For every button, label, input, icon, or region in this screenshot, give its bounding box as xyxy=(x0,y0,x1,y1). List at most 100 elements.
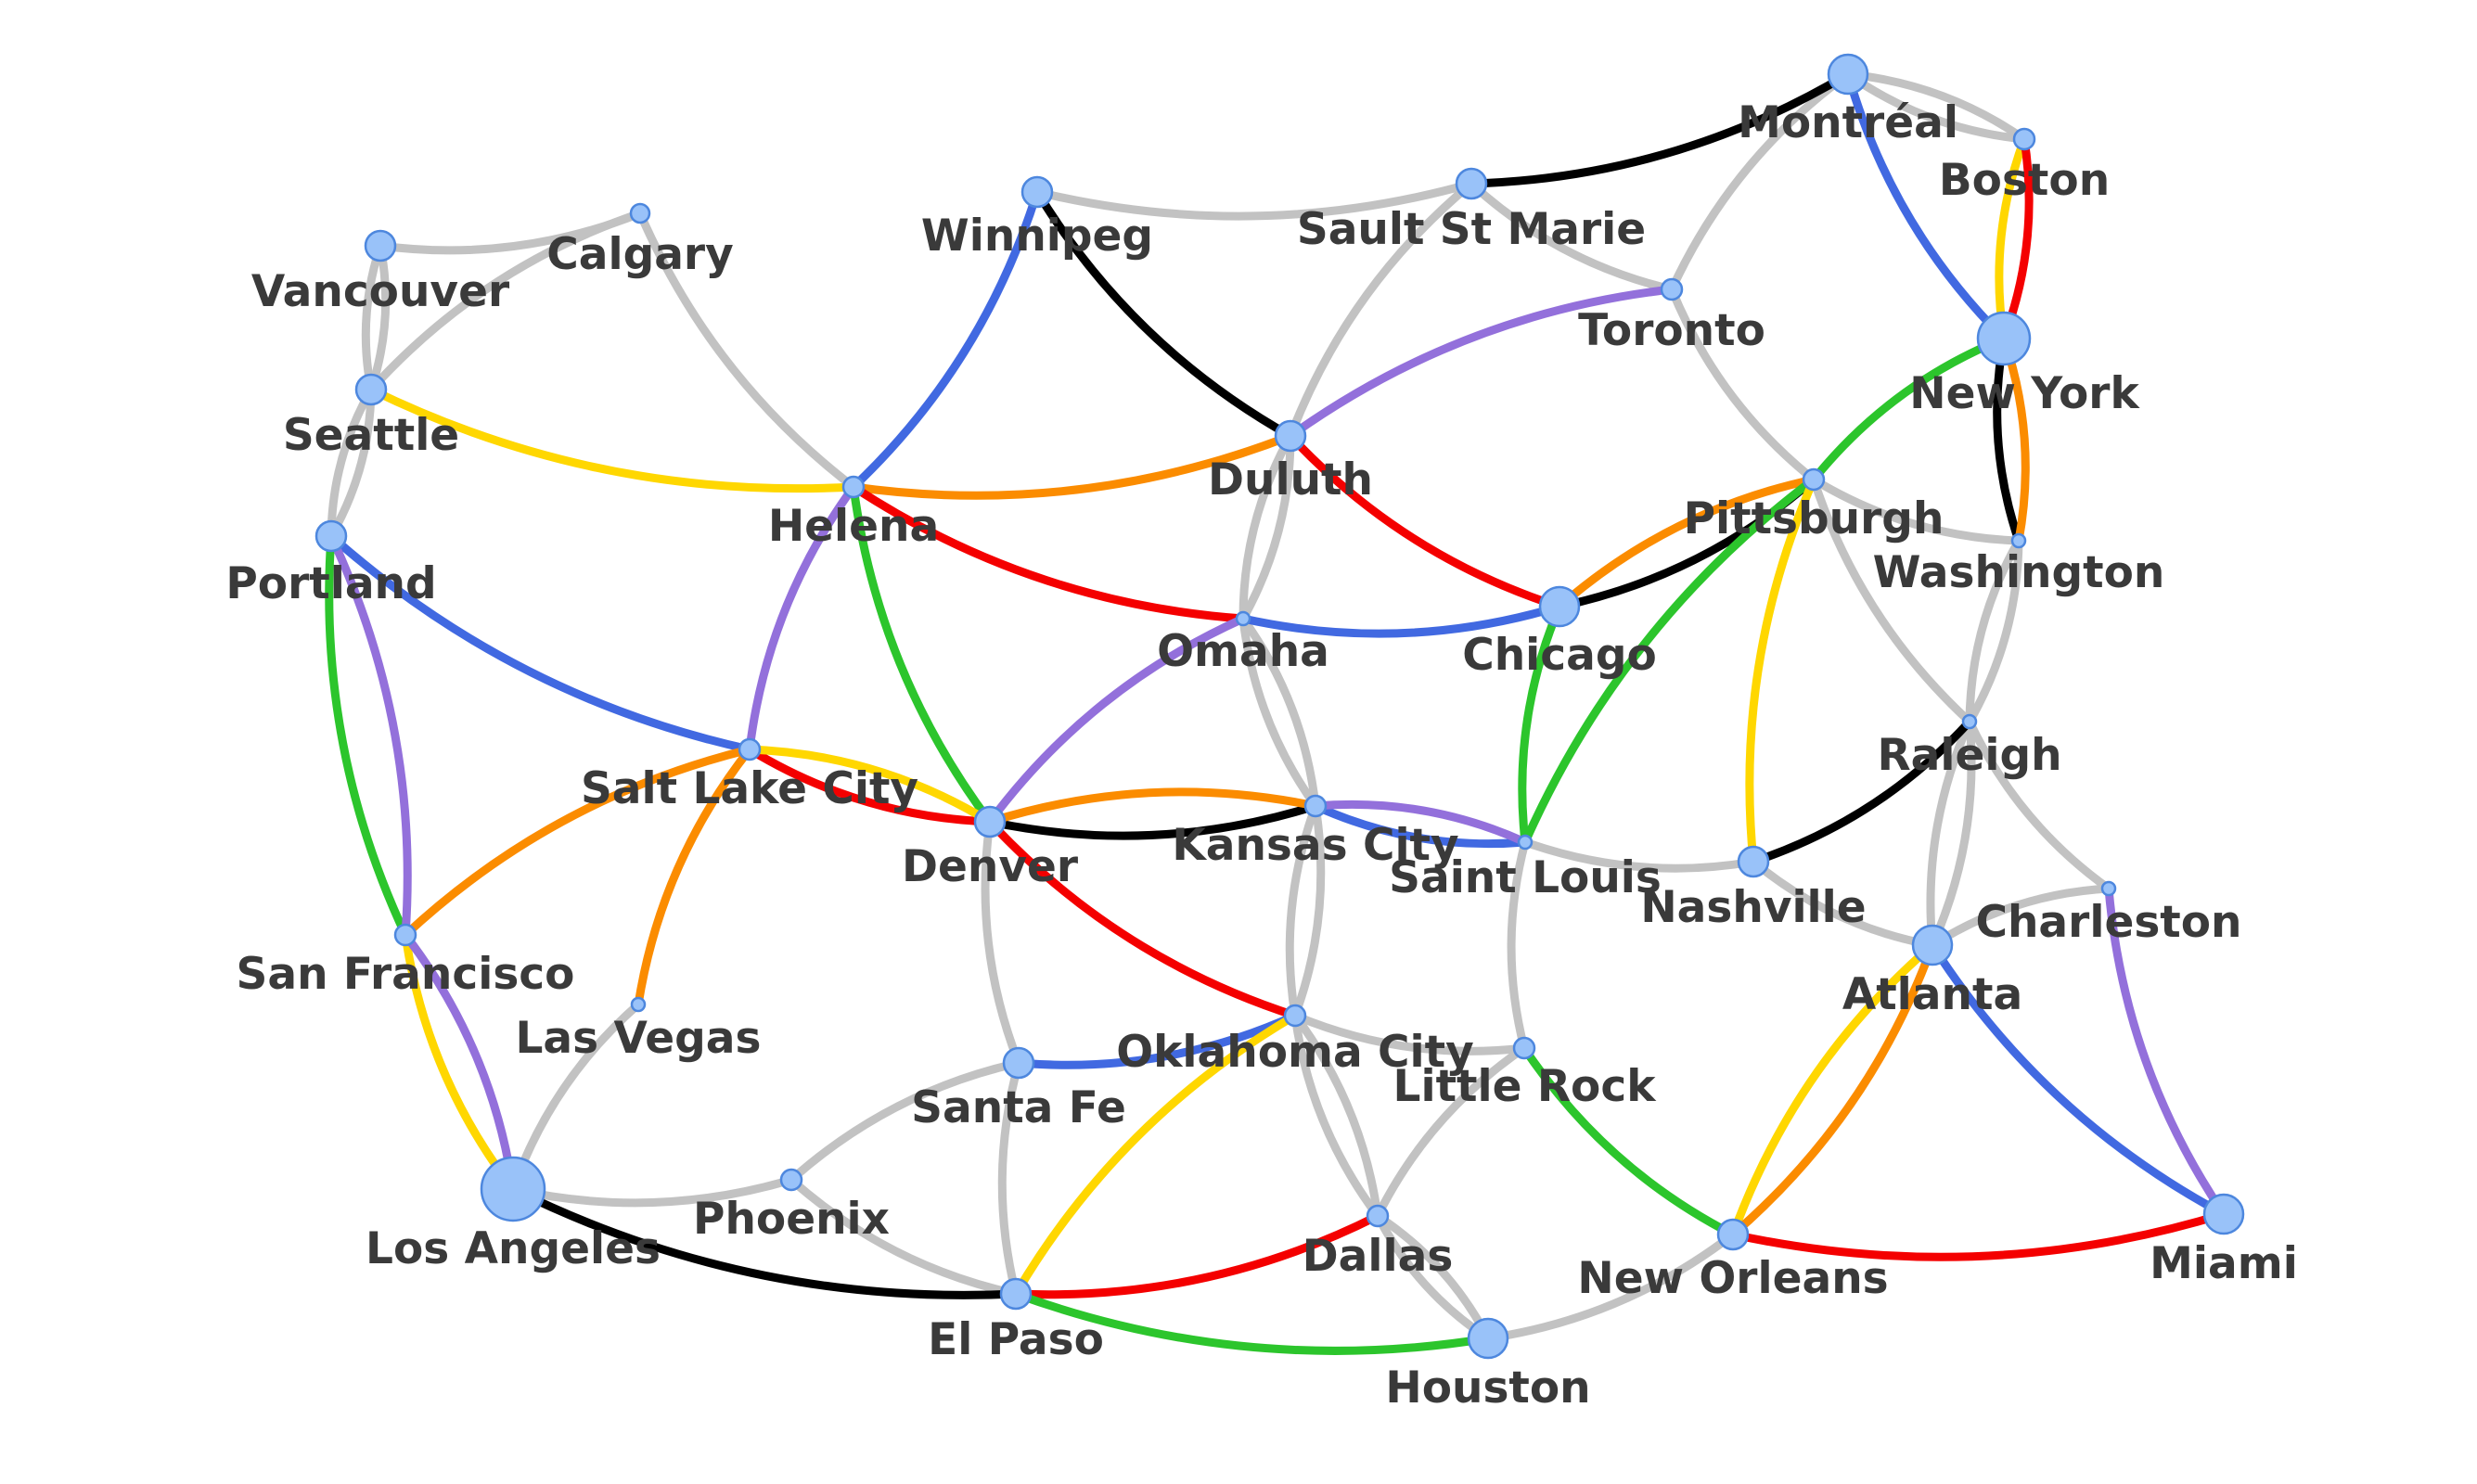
route-calgary-seattle-gray xyxy=(366,209,645,394)
route-oklahomacity-dallas-gray xyxy=(1290,1011,1382,1221)
route-duluth-chicago-red xyxy=(1286,431,1564,611)
labels-layer: VancouverCalgarySeattlePortlandHelenaWin… xyxy=(225,97,2298,1414)
route-denver-santafe-gray xyxy=(981,817,1023,1068)
route-sanfrancisco-losangeles-purple xyxy=(401,930,518,1194)
city-node-santafe xyxy=(1002,1046,1035,1080)
route-kansascity-oklahomacity-gray xyxy=(1290,801,1326,1020)
route-montreal-newyork-blue xyxy=(1843,70,2009,343)
city-label-miami: Miami xyxy=(2150,1238,2298,1289)
route-vancouver-seattle-gray xyxy=(366,241,391,394)
route-calgary-helena-gray xyxy=(635,209,858,492)
route-santafe-oklahomacity-blue xyxy=(1014,1011,1300,1069)
route-chicago-saintlouis-green xyxy=(1518,602,1564,847)
city-node-washington xyxy=(2010,532,2027,549)
city-label-saintlouis: Saint Louis xyxy=(1389,852,1662,903)
city-label-oklahomacity: Oklahoma City xyxy=(1116,1027,1474,1078)
route-saintlouis-nashville-gray xyxy=(1521,838,1758,873)
route-duluth-omaha-gray xyxy=(1238,431,1295,623)
route-raleigh-atlanta-gray xyxy=(1926,717,1974,950)
city-node-dallas xyxy=(1366,1204,1390,1228)
city-label-lasvegas: Las Vegas xyxy=(515,1013,761,1064)
route-denver-kansascity-orange xyxy=(985,787,1320,826)
city-node-denver xyxy=(973,805,1007,838)
route-omaha-kansascity-gray xyxy=(1238,614,1320,811)
route-phoenix-elpaso-gray xyxy=(787,1175,1020,1298)
city-label-calgary: Calgary xyxy=(546,229,734,280)
city-label-helena: Helena xyxy=(768,501,939,552)
city-label-newyork: New York xyxy=(1909,368,2140,419)
route-santafe-elpaso-gray xyxy=(997,1058,1023,1298)
route-toronto-duluth-purple xyxy=(1286,285,1676,441)
route-neworleans-miami-red xyxy=(1728,1209,2228,1261)
route-saltlakecity-denver-yellow xyxy=(745,745,995,826)
route-denver-kansascity-black xyxy=(985,801,1320,840)
city-node-seattle xyxy=(354,373,388,406)
city-label-winnipeg: Winnipeg xyxy=(921,211,1153,262)
route-atlanta-miami-blue xyxy=(1928,940,2228,1219)
route-pittsburgh-raleigh-gray xyxy=(1809,475,1974,726)
city-label-atlanta: Atlanta xyxy=(1842,969,2022,1020)
route-helena-omaha-red xyxy=(849,482,1248,623)
city-label-littlerock: Little Rock xyxy=(1393,1061,1658,1112)
route-seattle-helena-yellow xyxy=(366,385,858,493)
route-portland-sanfrancisco-green xyxy=(325,531,410,940)
route-washington-raleigh-gray xyxy=(1965,536,2023,726)
route-nashville-raleigh-black xyxy=(1749,717,1974,866)
route-denver-oklahomacity-red xyxy=(985,817,1300,1020)
route-charleston-miami-purple xyxy=(2104,884,2228,1219)
route-saintlouis-littlerock-gray xyxy=(1507,838,1530,1053)
route-oklahomacity-littlerock-gray xyxy=(1290,1011,1529,1055)
route-elpaso-dallas-red xyxy=(1011,1211,1382,1299)
route-duluth-omaha-gray xyxy=(1238,431,1295,623)
cities-layer xyxy=(314,53,2245,1360)
city-label-denver: Denver xyxy=(902,841,1079,892)
city-node-vancouver xyxy=(364,229,397,262)
city-label-chicago: Chicago xyxy=(1462,630,1657,681)
route-omaha-chicago-blue xyxy=(1238,602,1564,638)
route-losangeles-elpaso-black xyxy=(508,1184,1020,1299)
city-node-portland xyxy=(314,519,348,553)
route-montreal-boston-gray xyxy=(1843,70,2029,144)
route-charleston-atlanta-gray xyxy=(1928,884,2113,950)
city-label-saltlakecity: Salt Lake City xyxy=(581,763,918,814)
city-node-raleigh xyxy=(1961,713,1978,730)
route-raleigh-atlanta-gray xyxy=(1928,717,1976,950)
city-label-neworleans: New Orleans xyxy=(1577,1253,1888,1304)
route-helena-duluth-orange xyxy=(849,431,1295,500)
route-montreal-toronto-gray xyxy=(1667,70,1853,294)
route-atlanta-neworleans-orange xyxy=(1728,940,1937,1239)
route-winnipeg-saultstmarie-gray xyxy=(1033,179,1476,221)
city-node-omaha xyxy=(1235,610,1251,627)
route-oklahomacity-elpaso-yellow xyxy=(1011,1011,1300,1298)
city-node-saltlakecity xyxy=(738,737,762,761)
route-saultstmarie-toronto-gray xyxy=(1467,179,1676,294)
route-pittsburgh-nashville-yellow xyxy=(1745,475,1818,866)
city-label-raleigh: Raleigh xyxy=(1877,730,2061,781)
city-label-houston: Houston xyxy=(1385,1362,1590,1414)
city-label-toronto: Toronto xyxy=(1578,305,1765,356)
route-toronto-pittsburgh-gray xyxy=(1667,285,1818,484)
city-label-washington: Washington xyxy=(1873,547,2165,598)
route-sanfrancisco-losangeles-yellow xyxy=(401,930,518,1194)
route-helena-winnipeg-blue xyxy=(849,187,1042,492)
city-node-littlerock xyxy=(1512,1036,1536,1060)
route-winnipeg-duluth-black xyxy=(1033,187,1295,441)
city-label-phoenix: Phoenix xyxy=(693,1194,890,1245)
route-littlerock-neworleans-green xyxy=(1520,1043,1738,1239)
city-label-vancouver: Vancouver xyxy=(251,266,510,317)
city-node-helena xyxy=(841,475,866,499)
city-label-charleston: Charleston xyxy=(1975,897,2241,948)
city-node-neworleans xyxy=(1716,1218,1750,1251)
route-saultstmarie-duluth-gray xyxy=(1286,179,1476,441)
city-node-elpaso xyxy=(999,1277,1033,1311)
city-label-nashville: Nashville xyxy=(1640,882,1866,933)
city-label-saultstmarie: Sault St Marie xyxy=(1297,204,1646,255)
city-node-lasvegas xyxy=(630,996,647,1013)
route-newyork-pittsburgh-green xyxy=(1809,334,2009,484)
city-node-duluth xyxy=(1274,419,1307,453)
route-pittsburgh-chicago-orange xyxy=(1555,475,1818,611)
city-label-kansascity: Kansas City xyxy=(1172,820,1458,871)
city-label-omaha: Omaha xyxy=(1157,626,1329,677)
city-node-sanfrancisco xyxy=(393,923,417,947)
